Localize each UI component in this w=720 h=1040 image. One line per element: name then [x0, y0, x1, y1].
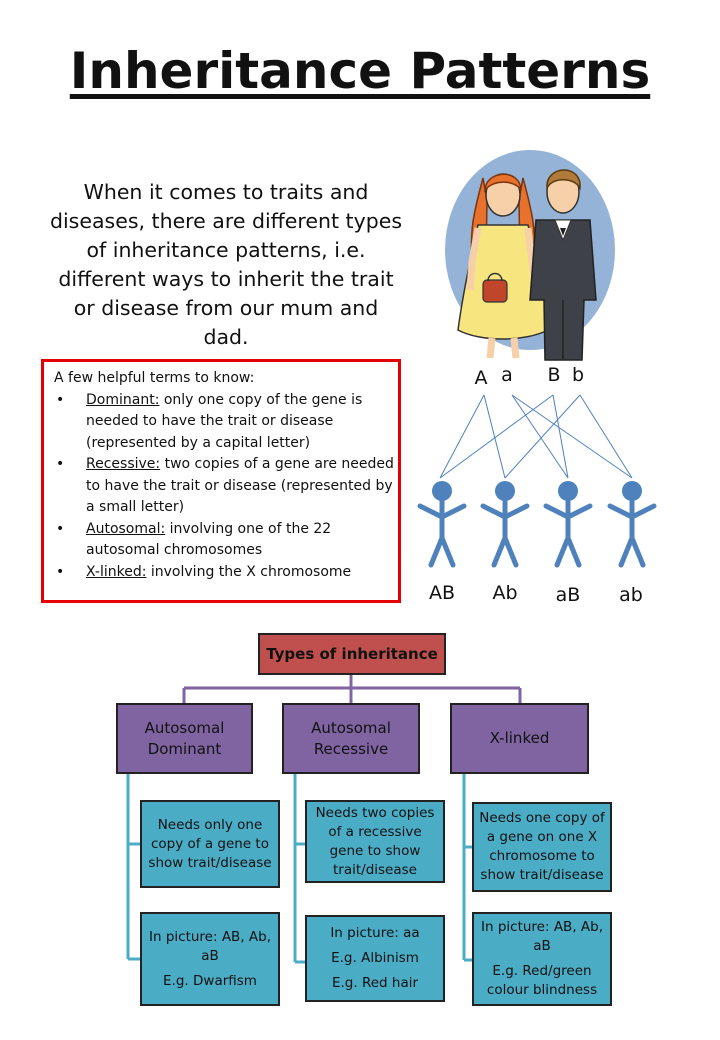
x-linked-example-box: In picture: AB, Ab, aB E.g. Red/green co…: [472, 912, 612, 1006]
child-figure: [480, 481, 530, 568]
example-text: E.g. Albinism: [331, 950, 419, 966]
terms-heading: A few helpful terms to know:: [54, 370, 255, 386]
description-text: Needs only one copy of a gene to show tr…: [148, 816, 272, 871]
term-item-recessive: Recessive: two copies of a gene are need…: [54, 454, 398, 519]
types-of-inheritance-box: Types of inheritance: [258, 633, 446, 675]
description-text: Needs one copy of a gene on one X chromo…: [479, 810, 605, 883]
intro-text: When it comes to traits and diseases, th…: [49, 180, 403, 349]
x-linked-description-box: Needs one copy of a gene on one X chromo…: [472, 802, 612, 892]
father-figure: [529, 169, 597, 361]
allele-label: B: [547, 364, 560, 386]
term-definition: involving the X chromosome: [146, 563, 352, 580]
child-figure: [417, 481, 467, 568]
term-label: Recessive:: [86, 456, 161, 472]
autosomal-dominant-box: Autosomal Dominant: [116, 703, 253, 774]
allele-label: a: [501, 364, 513, 386]
in-picture-text: In picture: aa: [330, 925, 420, 941]
in-picture-text: In picture: AB, Ab, aB: [481, 919, 603, 954]
recessive-description-box: Needs two copies of a recessive gene to …: [305, 800, 445, 883]
child-genotype-label: ab: [619, 584, 643, 606]
child-genotype-label: aB: [556, 584, 581, 606]
child-genotype-label: AB: [429, 582, 455, 604]
term-item-dominant: Dominant: only one copy of the gene is n…: [54, 390, 398, 455]
term-item-x-linked: X-linked: involving the X chromosome: [54, 562, 398, 584]
term-label: Autosomal:: [86, 520, 166, 537]
autosomal-recessive-box: Autosomal Recessive: [282, 703, 420, 774]
terms-box: A few helpful terms to know: Dominant: o…: [41, 359, 401, 603]
type-label: X-linked: [489, 729, 550, 747]
terms-list: Dominant: only one copy of the gene is n…: [54, 390, 398, 584]
page-title: Inheritance Patterns: [69, 42, 651, 100]
x-linked-box: X-linked: [450, 703, 589, 774]
example-text-2: E.g. Red hair: [331, 975, 419, 991]
recessive-example-box: In picture: aa E.g. Albinism E.g. Red ha…: [305, 915, 445, 1002]
term-definition: two copies of a gene are needed to have …: [86, 456, 394, 515]
child-figure: [543, 481, 593, 568]
allele-label: b: [572, 364, 584, 386]
description-text: Needs two copies of a recessive gene to …: [315, 804, 435, 878]
type-label: Autosomal Dominant: [144, 718, 225, 758]
in-picture-text: In picture: AB, Ab, aB: [149, 928, 271, 964]
term-definition: only one copy of the gene is needed to h…: [86, 391, 363, 451]
term-definition: involving one of the 22 autosomal chromo…: [86, 520, 332, 559]
allele-label: A: [475, 367, 488, 389]
inheritance-lines: [439, 394, 633, 479]
example-text: E.g. Dwarfism: [163, 972, 257, 989]
dominant-example-box: In picture: AB, Ab, aB E.g. Dwarfism: [140, 912, 280, 1006]
term-label: X-linked:: [86, 563, 147, 580]
child-genotype-label: Ab: [492, 582, 517, 604]
type-label: Autosomal Recessive: [311, 718, 391, 758]
child-figure: [607, 481, 657, 568]
example-text: E.g. Red/green colour blindness: [486, 963, 598, 998]
mother-figure: [457, 173, 549, 359]
term-label: Dominant:: [86, 391, 160, 408]
dominant-description-box: Needs only one copy of a gene to show tr…: [140, 800, 280, 888]
family-illustration: A a B b: [417, 150, 657, 606]
children-figures: [417, 481, 657, 568]
term-item-autosomal: Autosomal: involving one of the 22 autos…: [54, 519, 398, 562]
